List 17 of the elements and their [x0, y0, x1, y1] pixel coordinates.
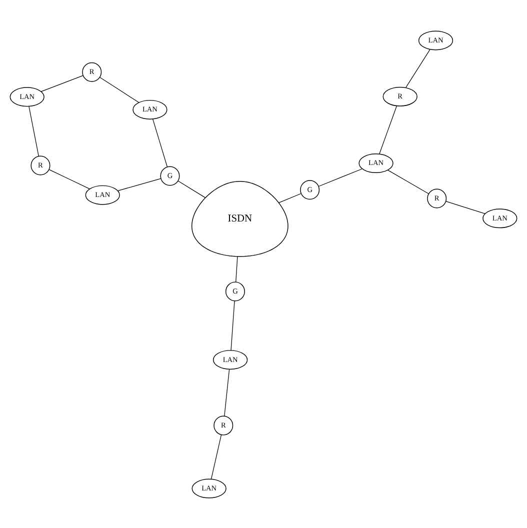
- connector: [224, 368, 230, 416]
- connector: [406, 48, 430, 88]
- connector: [446, 200, 486, 214]
- connector: [387, 169, 429, 194]
- connector: [278, 192, 302, 203]
- connector: [40, 74, 84, 92]
- connector: [318, 168, 362, 186]
- connector: [152, 118, 168, 167]
- connector: [210, 434, 222, 479]
- connector: [236, 256, 238, 282]
- connector: [48, 168, 90, 189]
- connector: [230, 300, 235, 350]
- connector: [178, 180, 206, 198]
- connector: [28, 106, 39, 156]
- connector: [379, 105, 397, 154]
- connector: [100, 76, 140, 102]
- connector: [117, 178, 162, 191]
